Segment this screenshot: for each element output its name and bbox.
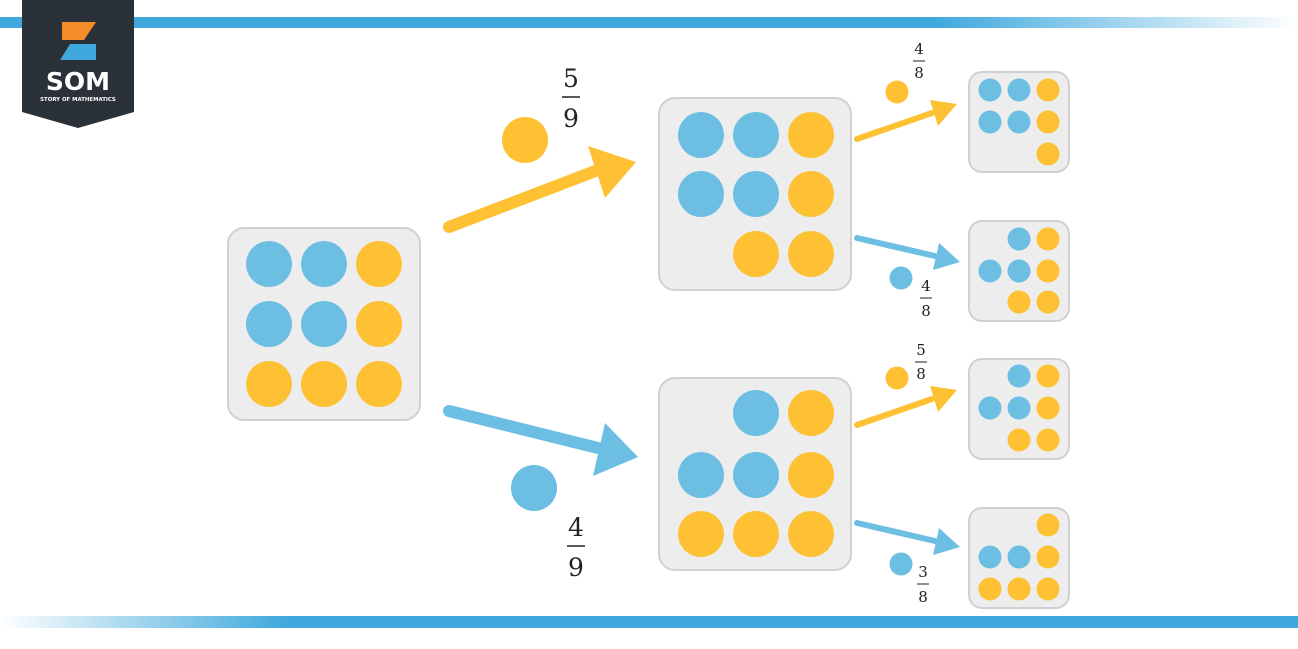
top-accent-bar xyxy=(0,17,1298,28)
box-yb-balls xyxy=(978,227,1060,314)
logo-subtitle: STORY OF MATHEMATICS xyxy=(40,97,116,103)
ball-yellow xyxy=(788,231,834,277)
ball-yellow xyxy=(788,511,834,557)
numerator: 3 xyxy=(918,563,928,581)
fraction-yy: 4 8 xyxy=(913,40,925,82)
ball-icon-yellow-yy xyxy=(885,80,909,104)
box-by-balls xyxy=(978,364,1060,452)
ball-blue xyxy=(978,396,1002,420)
ball-yellow xyxy=(356,241,402,287)
arrow-icon-bb xyxy=(854,520,960,555)
arrow-icon-yy xyxy=(854,100,957,142)
arrow-icon-by xyxy=(854,386,957,428)
ball-blue xyxy=(1007,227,1031,251)
arrow-icon-first-blue xyxy=(443,405,638,476)
ball-blue xyxy=(246,301,292,347)
ball-yellow xyxy=(733,511,779,557)
denominator: 9 xyxy=(563,104,579,133)
ball-yellow xyxy=(1036,78,1060,102)
box-after-yellow-balls xyxy=(678,112,834,277)
denominator: 9 xyxy=(568,553,584,582)
numerator: 5 xyxy=(563,64,579,93)
ball-yellow xyxy=(788,112,834,158)
ball-blue xyxy=(246,241,292,287)
ball-icon-yellow-first xyxy=(502,117,548,163)
ball-yellow xyxy=(1036,513,1060,537)
ball-blue xyxy=(733,452,779,498)
ball-yellow xyxy=(1036,577,1060,601)
logo-badge-icon: SOM STORY OF MATHEMATICS xyxy=(22,0,134,128)
ball-yellow xyxy=(356,361,402,407)
ball-blue xyxy=(978,259,1002,283)
ball-blue xyxy=(733,171,779,217)
ball-blue xyxy=(678,171,724,217)
ball-yellow xyxy=(1007,290,1031,314)
numerator: 5 xyxy=(916,341,926,359)
box-bb-balls xyxy=(978,513,1060,601)
ball-blue xyxy=(1007,110,1031,134)
ball-yellow xyxy=(246,361,292,407)
ball-yellow xyxy=(1007,577,1031,601)
numerator: 4 xyxy=(914,40,924,58)
ball-yellow xyxy=(1036,227,1060,251)
ball-yellow xyxy=(978,577,1002,601)
ball-yellow xyxy=(1036,545,1060,569)
denominator: 8 xyxy=(918,588,928,606)
ball-blue xyxy=(678,452,724,498)
arrow-icon-yb xyxy=(854,235,960,270)
ball-blue xyxy=(301,301,347,347)
ball-blue xyxy=(1007,259,1031,283)
root-balls xyxy=(246,241,402,407)
box-yy-balls xyxy=(978,78,1060,166)
numerator: 4 xyxy=(921,277,931,295)
denominator: 8 xyxy=(921,302,931,320)
fraction-yb: 4 8 xyxy=(920,277,932,320)
ball-blue xyxy=(1007,545,1031,569)
fraction-first-yellow: 5 9 xyxy=(562,64,580,133)
ball-blue xyxy=(978,110,1002,134)
ball-yellow xyxy=(1036,364,1060,388)
box-after-blue-balls xyxy=(678,390,834,557)
numerator: 4 xyxy=(568,513,584,542)
ball-yellow xyxy=(788,390,834,436)
ball-yellow xyxy=(1036,259,1060,283)
denominator: 8 xyxy=(914,64,924,82)
fraction-bb: 3 8 xyxy=(917,563,929,606)
denominator: 8 xyxy=(916,365,926,383)
ball-yellow xyxy=(1036,142,1060,166)
ball-icon-blue-yb xyxy=(889,266,913,290)
fraction-by: 5 8 xyxy=(915,341,927,383)
fraction-first-blue: 4 9 xyxy=(567,513,585,582)
ball-yellow xyxy=(1036,290,1060,314)
ball-yellow xyxy=(1036,396,1060,420)
arrow-icon-first-yellow xyxy=(443,146,636,233)
ball-blue xyxy=(978,78,1002,102)
logo-text: SOM xyxy=(46,67,110,96)
ball-icon-blue-first xyxy=(511,465,557,511)
ball-icon-yellow-by xyxy=(885,366,909,390)
ball-yellow xyxy=(1007,428,1031,452)
ball-yellow xyxy=(356,301,402,347)
ball-blue xyxy=(1007,78,1031,102)
ball-blue xyxy=(1007,364,1031,388)
bottom-accent-bar xyxy=(0,616,1298,628)
ball-yellow xyxy=(733,231,779,277)
ball-yellow xyxy=(1036,428,1060,452)
ball-yellow xyxy=(678,511,724,557)
ball-yellow xyxy=(788,452,834,498)
ball-blue xyxy=(733,112,779,158)
ball-yellow xyxy=(788,171,834,217)
ball-icon-blue-bb xyxy=(889,552,913,576)
ball-blue xyxy=(978,545,1002,569)
ball-yellow xyxy=(1036,110,1060,134)
ball-yellow xyxy=(301,361,347,407)
ball-blue xyxy=(678,112,724,158)
ball-blue xyxy=(301,241,347,287)
ball-blue xyxy=(733,390,779,436)
ball-blue xyxy=(1007,396,1031,420)
